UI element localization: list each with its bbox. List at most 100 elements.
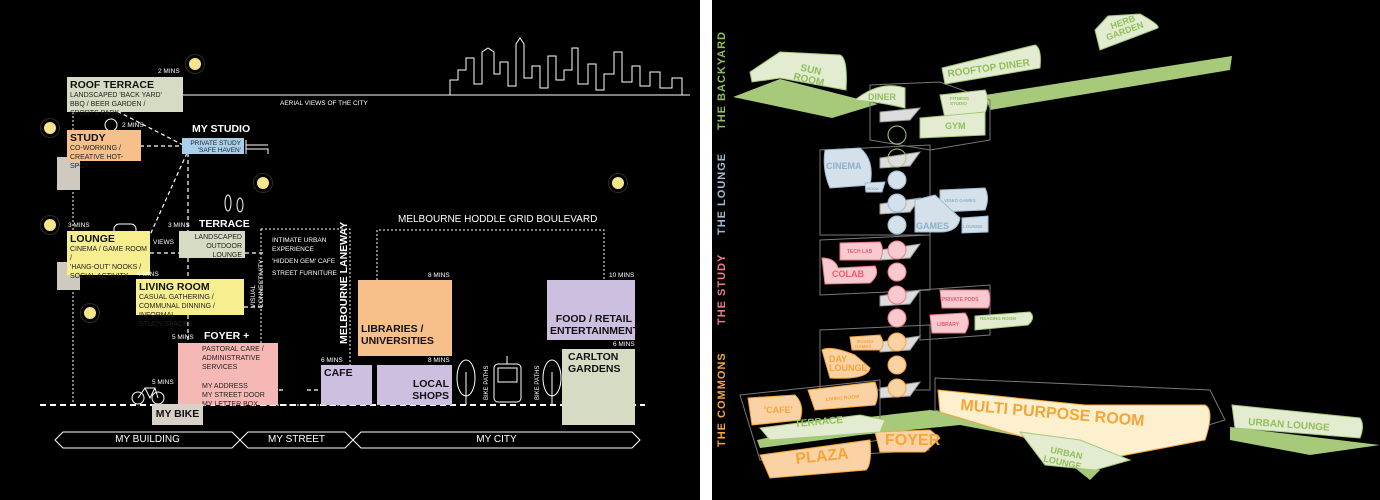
my-studio-line: 'SAFE HAVEN': [197, 147, 241, 154]
cinema-label: CINEMA: [826, 161, 862, 171]
cafe-label: 'CAFE': [764, 405, 793, 415]
roof-terrace-mins: 2 MINS: [158, 68, 180, 75]
library-label: LIBRARY: [937, 322, 960, 328]
sun-icon: [189, 58, 201, 70]
foyer-line: PASTORAL CARE /: [202, 346, 264, 353]
local-shops-box: LOCAL SHOPS: [377, 365, 452, 405]
gym-label: GYM: [945, 121, 966, 131]
lounge-mins: 3 MINS: [68, 222, 90, 229]
laneway-item: 'HIDDEN GEM' CAFE: [272, 258, 336, 265]
bike-paths-label-2: BIKE PATHS: [535, 366, 541, 400]
reading-room-label: READING ROOM: [980, 316, 1016, 321]
right-axonometric-panel: THE BACKYARD THE LOUNGE THE STUDY THE CO…: [712, 0, 1380, 500]
living-room-title: LIVING ROOM: [139, 281, 210, 293]
lounge-box: LOUNGE CINEMA / GAME ROOM / 'HANG-OUT' N…: [67, 231, 150, 280]
video-games-label: VIDEO GAMES: [944, 198, 976, 203]
left-diagram-panel: BIKE PATHS BIKE PATHS 2 MINS ROOF TERRAC…: [40, 37, 690, 449]
bed-icon: [245, 140, 269, 154]
band-my-street: MY STREET: [267, 434, 326, 445]
aerial-views-label: AERIAL VIEWS OF THE CITY: [280, 100, 368, 107]
hoddle-grid-label: MELBOURNE HODDLE GRID BOULEVARD: [398, 214, 598, 225]
band-my-city-shape: [352, 431, 641, 449]
terrace-title: TERRACE: [199, 218, 250, 230]
sun-icon: [84, 307, 96, 319]
foyer-label: FOYER: [885, 432, 941, 449]
libraries-mins: 8 MINS: [428, 272, 450, 279]
carlton-gardens-box: CARLTON GARDENS: [562, 349, 635, 425]
food-retail-title: FOOD / RETAIL: [555, 313, 632, 325]
terrace-mins: 3 MINS: [168, 222, 190, 229]
reading-room-bubble: [974, 311, 1034, 331]
carlton-mins: 6 MINS: [613, 341, 635, 348]
sun-icon: [612, 177, 624, 189]
study-bubbles: [821, 241, 991, 334]
living-room-label: LIVING ROOM: [826, 394, 860, 403]
laneway-item: EXPERIENCE: [272, 246, 314, 253]
study-mins: 2 MINS: [122, 122, 144, 129]
roof-terrace-line: SPORTS PARK: [70, 110, 120, 117]
lounge-line: SOCIAL ACTIVITY: [70, 273, 129, 280]
sun-icon: [257, 177, 269, 189]
cafe-mins: 6 MINS: [321, 357, 343, 364]
lounge-room-label: LOUNGE: [963, 224, 982, 229]
washing-machine-icon: [57, 157, 80, 190]
cafe-title: CAFE: [324, 367, 353, 379]
roof-terrace-line: BBQ / BEER GARDEN /: [70, 101, 146, 108]
libraries-title: UNIVERSITIES: [361, 335, 434, 347]
libraries-box: LIBRARIES / UNIVERSITIES: [358, 280, 452, 356]
tree-icon: [542, 359, 562, 405]
sun-icon: [44, 219, 56, 231]
diner-label: DINER: [868, 92, 897, 102]
band-my-building: MY BUILDING: [115, 434, 180, 445]
foyer-line: ADMINISTRATIVE: [202, 355, 261, 362]
living-room-line: COMMUNAL DINNING / INFORMAL: [139, 303, 215, 319]
food-retail-mins: 10 MINS: [609, 272, 635, 279]
food-retail-title: ENTERTAINMENT: [550, 325, 640, 337]
colab-label: COLAB: [832, 269, 864, 279]
living-room-line: CASUAL GATHERING /: [139, 294, 214, 301]
terrace-line: OUTDOOR LOUNGE: [206, 243, 242, 259]
left-diagram-lines: BIKE PATHS BIKE PATHS: [40, 37, 690, 449]
panel-divider: [700, 0, 712, 500]
roof-terrace-box: ROOF TERRACE LANDSCAPED 'BACK YARD' BBQ …: [67, 77, 183, 117]
terrace-bubble: [759, 414, 886, 441]
living-room-line: STUDY SPACES: [139, 321, 193, 328]
roof-terrace-line: LANDSCAPED 'BACK YARD': [70, 92, 162, 99]
core-circles: [887, 125, 907, 398]
tram-icon: [493, 356, 522, 403]
tree-pair-icon: [224, 194, 244, 213]
hoddle-dotted-bracket: [376, 229, 605, 280]
bike-paths-label-1: BIKE PATHS: [484, 366, 490, 400]
foyer-mins: 5 MINS: [172, 334, 194, 341]
cafe-box: CAFE: [321, 365, 372, 405]
study-line: CO-WORKING /: [70, 145, 121, 152]
views-label: VIEWS: [153, 239, 174, 246]
my-studio-box: PRIVATE STUDY 'SAFE HAVEN': [182, 138, 244, 154]
backyard-bubbles: [749, 13, 1159, 139]
libraries-title: LIBRARIES /: [361, 323, 424, 335]
laneway-dotted-box: [260, 228, 351, 406]
my-bike-mins: 5 MINS: [152, 379, 174, 386]
local-shops-mins: 8 MINS: [428, 357, 450, 364]
multi-purpose-bubble: [937, 389, 1211, 461]
study-line: CREATIVE HOT-SPOT: [70, 154, 124, 170]
local-shops-title: LOCAL: [412, 378, 449, 390]
terrace-label: TERRACE: [794, 415, 843, 430]
food-retail-box: FOOD / RETAIL ENTERTAINMENT: [547, 280, 640, 340]
foyer-title: FOYER +: [204, 330, 250, 342]
lounge-title: LOUNGE: [70, 233, 115, 245]
urban-lounge-right-bubble: [1231, 404, 1363, 439]
lounge-line: CINEMA / GAME ROOM /: [70, 246, 148, 262]
tech-lab-label: TECH LAB: [847, 249, 873, 255]
terrace-box: LANDSCAPED OUTDOOR LOUNGE: [179, 231, 245, 259]
foyer-line: MY ADDRESS: [202, 383, 248, 390]
my-bike-title: MY BIKE: [155, 408, 200, 420]
private-pods-label: PRIVATE PODS: [942, 297, 979, 303]
commons-bubbles: [747, 334, 941, 479]
sun-icon: [44, 122, 56, 134]
urban-lounge-left-bubble: [1018, 431, 1132, 471]
skyline-icon: [449, 37, 683, 95]
